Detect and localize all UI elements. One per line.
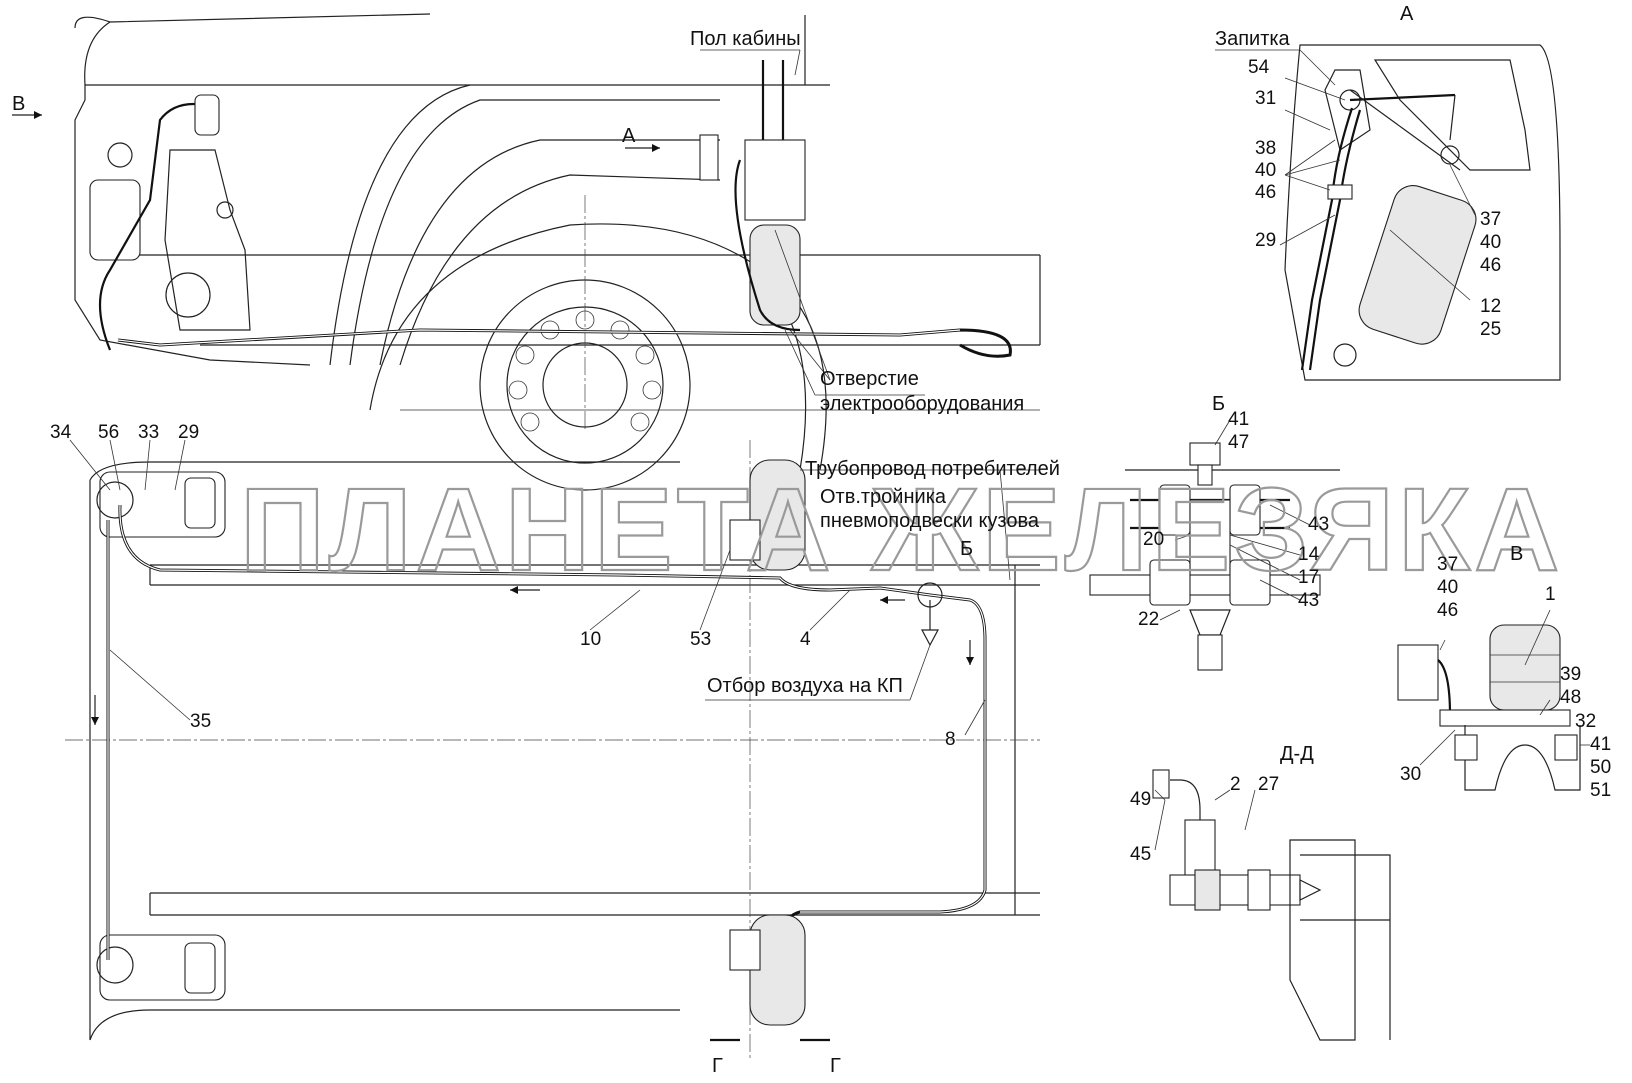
watermark-text: ПЛАНЕТА ЖЕЛЕЗЯКА <box>240 464 1563 596</box>
detail-dd <box>1152 769 1391 1041</box>
air-take-label: Отбор воздуха на КП <box>707 675 903 697</box>
detail-b-title: Б <box>1212 393 1225 415</box>
tee-label-1: Отв.тройника <box>820 486 947 508</box>
labels: Пол кабины В А Отверстие электрооборудов… <box>12 3 1611 1077</box>
part-number: 25 <box>1480 319 1501 340</box>
part-number: 54 <box>1248 57 1270 78</box>
part-number: 43 <box>1308 514 1329 535</box>
section-g-right: Г <box>830 1055 841 1077</box>
part-number: 32 <box>1575 711 1596 732</box>
part-number: 8 <box>945 729 956 750</box>
part-number: 40 <box>1255 160 1276 181</box>
part-number: 17 <box>1298 567 1319 588</box>
part-number: 48 <box>1560 687 1581 708</box>
view-v-arrow-label: В <box>12 93 25 115</box>
part-number: 45 <box>1130 844 1151 865</box>
plan-view <box>65 439 1040 1060</box>
part-number: 51 <box>1590 780 1611 801</box>
part-number: 2 <box>1230 774 1241 795</box>
part-number: 43 <box>1298 590 1319 611</box>
part-number: 41 <box>1228 409 1249 430</box>
part-number: 37 <box>1480 209 1501 230</box>
part-number: 39 <box>1560 664 1581 685</box>
part-number: 33 <box>138 422 159 443</box>
floor-label: Пол кабины <box>690 28 801 50</box>
part-number: 27 <box>1258 774 1279 795</box>
part-number: 47 <box>1228 432 1249 453</box>
part-number: 12 <box>1480 296 1501 317</box>
zapitka-label: Запитка <box>1215 28 1291 50</box>
part-number: 22 <box>1138 609 1159 630</box>
hole-label-2: электрооборудования <box>820 393 1024 415</box>
section-g-left: Г <box>712 1055 723 1077</box>
consumers-pipe-label: Трубопровод потребителей <box>805 458 1060 480</box>
detail-a-title: А <box>1400 3 1414 25</box>
part-number: 53 <box>690 629 711 650</box>
part-number: 50 <box>1590 757 1611 778</box>
view-b-marker: Б <box>960 538 973 560</box>
detail-b <box>1089 419 1340 671</box>
part-number: 14 <box>1298 544 1320 565</box>
wheel-holes <box>508 310 662 432</box>
part-number: 20 <box>1143 529 1164 550</box>
part-number: 40 <box>1480 232 1501 253</box>
part-number: 34 <box>50 422 72 443</box>
part-number: 41 <box>1590 734 1611 755</box>
side-view <box>12 13 1041 491</box>
view-a-arrow-label: А <box>622 125 636 147</box>
part-number: 30 <box>1400 764 1421 785</box>
part-number: 56 <box>98 422 119 443</box>
part-number: 49 <box>1130 789 1151 810</box>
part-number: 37 <box>1437 554 1458 575</box>
part-number: 29 <box>178 422 199 443</box>
part-number: 40 <box>1437 577 1458 598</box>
part-number: 35 <box>190 711 211 732</box>
tee-label-2: пневмоподвески кузова <box>820 510 1040 532</box>
detail-v <box>1397 609 1590 791</box>
part-number: 10 <box>580 629 601 650</box>
part-number: 46 <box>1437 600 1458 621</box>
hole-label-1: Отверстие <box>820 368 919 390</box>
part-number: 38 <box>1255 138 1276 159</box>
part-number: 31 <box>1255 88 1276 109</box>
detail-v-title: В <box>1510 543 1523 565</box>
part-number: 1 <box>1545 584 1556 605</box>
part-number: 46 <box>1255 182 1276 203</box>
part-number: 4 <box>800 629 811 650</box>
detail-dd-title: Д-Д <box>1280 743 1314 765</box>
detail-a <box>1215 44 1561 381</box>
part-number: 46 <box>1480 255 1501 276</box>
part-number: 29 <box>1255 230 1276 251</box>
